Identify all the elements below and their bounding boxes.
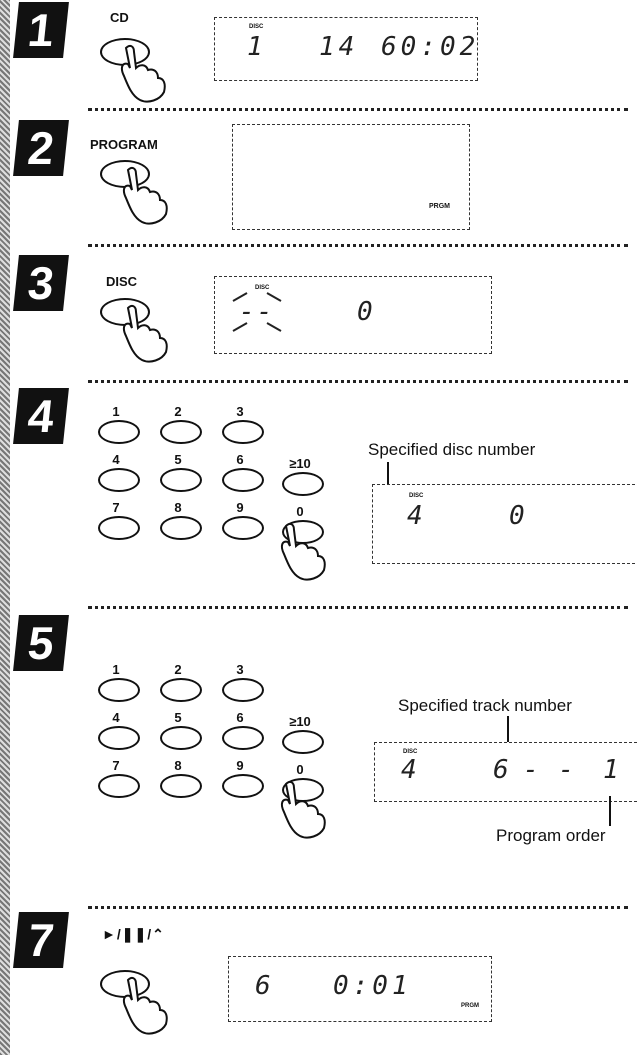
- step-5-number: 5: [13, 615, 69, 671]
- hand-pointer-icon: [280, 522, 326, 581]
- page-edge-pattern: [0, 0, 10, 1055]
- key-label: 1: [112, 662, 120, 677]
- disc-readout: 4: [407, 501, 427, 531]
- disc-indicator: DISC: [249, 24, 264, 30]
- key-1-button[interactable]: [98, 678, 140, 702]
- key-label: 8: [174, 758, 182, 773]
- key-label: 0: [296, 504, 304, 519]
- separator: [88, 906, 628, 909]
- key-label: 9: [236, 758, 244, 773]
- track-readout: 6: [493, 755, 513, 785]
- key-9-button[interactable]: [222, 774, 264, 798]
- key-label: 0: [296, 762, 304, 777]
- key-3-button[interactable]: [222, 420, 264, 444]
- separator: [88, 108, 628, 111]
- blinking-marks-icon: [232, 292, 282, 332]
- key-label: 1: [112, 404, 120, 419]
- key-label: 6: [236, 452, 244, 467]
- key-label: 3: [236, 662, 244, 677]
- key-6-button[interactable]: [222, 726, 264, 750]
- prgm-indicator: PRGM: [461, 1003, 479, 1009]
- key-4-button[interactable]: [98, 726, 140, 750]
- key-label: 2: [174, 404, 182, 419]
- display-step-7: 6 0:01 PRGM: [228, 956, 492, 1022]
- key-label: 7: [112, 500, 120, 515]
- key-2-button[interactable]: [160, 678, 202, 702]
- key-6-button[interactable]: [222, 468, 264, 492]
- display-step-5: DISC 4 6 - - 1: [374, 742, 637, 802]
- key-label: ≥10: [289, 456, 311, 471]
- key-label: 3: [236, 404, 244, 419]
- program-order-readout: 1: [603, 755, 623, 785]
- display-step-4: DISC 4 0: [372, 484, 635, 564]
- separator: [88, 606, 628, 609]
- key-10-plus-button[interactable]: [282, 472, 324, 496]
- key-label: 7: [112, 758, 120, 773]
- numeric-keypad: 1 2 3 4 5 6 ≥10 7 8 9 0: [96, 404, 336, 554]
- key-label: 4: [112, 452, 120, 467]
- display-step-2: PRGM: [232, 124, 470, 230]
- hand-pointer-icon: [280, 780, 326, 839]
- step-2-number: 2: [13, 120, 69, 176]
- time-readout: 0:01: [333, 971, 412, 1001]
- step-3-number: 3: [13, 255, 69, 311]
- key-label: 6: [236, 710, 244, 725]
- key-2-button[interactable]: [160, 420, 202, 444]
- track-number-caption: Specified track number: [398, 696, 572, 715]
- key-5-button[interactable]: [160, 726, 202, 750]
- callout-line: [609, 796, 611, 826]
- hand-pointer-icon: [122, 304, 168, 363]
- program-button[interactable]: [100, 160, 150, 188]
- disc-readout: 1: [247, 32, 267, 62]
- disc-readout: 4: [401, 755, 421, 785]
- separator: [88, 244, 628, 247]
- disc-button-label: DISC: [106, 274, 138, 289]
- time-readout: 60:02: [381, 32, 480, 62]
- key-label: 2: [174, 662, 182, 677]
- key-3-button[interactable]: [222, 678, 264, 702]
- key-5-button[interactable]: [160, 468, 202, 492]
- key-7-button[interactable]: [98, 516, 140, 540]
- key-label: ≥10: [289, 714, 311, 729]
- key-label: 5: [174, 452, 182, 467]
- disc-indicator: DISC: [255, 285, 270, 291]
- separator: [88, 380, 628, 383]
- key-label: 8: [174, 500, 182, 515]
- track-readout: 0: [357, 297, 377, 327]
- key-9-button[interactable]: [222, 516, 264, 540]
- key-label: 5: [174, 710, 182, 725]
- disc-indicator: DISC: [403, 749, 418, 755]
- hand-pointer-icon: [120, 44, 166, 103]
- step-7-number: 7: [13, 912, 69, 968]
- display-step-1: DISC 1 14 60:02: [214, 17, 478, 81]
- disc-number-caption: Specified disc number: [368, 440, 536, 459]
- play-pause-button-label: ►/❚❚/⌃: [102, 926, 165, 942]
- disc-indicator: DISC: [409, 493, 424, 499]
- step-1-number: 1: [13, 2, 69, 58]
- key-7-button[interactable]: [98, 774, 140, 798]
- disc-readout-blinking: --: [239, 297, 275, 327]
- track-readout: 0: [509, 501, 529, 531]
- prgm-indicator: PRGM: [429, 203, 450, 210]
- display-step-3: DISC -- 0: [214, 276, 492, 354]
- key-4-button[interactable]: [98, 468, 140, 492]
- track-readout: 14: [319, 32, 359, 62]
- dash-readout: - -: [523, 755, 576, 785]
- key-label: 9: [236, 500, 244, 515]
- step-4-number: 4: [13, 388, 69, 444]
- program-order-caption: Program order: [496, 826, 606, 845]
- key-1-button[interactable]: [98, 420, 140, 444]
- program-button-label: PROGRAM: [90, 137, 158, 152]
- track-readout: 6: [255, 971, 275, 1001]
- hand-pointer-icon: [122, 976, 168, 1035]
- cd-button-label: CD: [110, 10, 129, 25]
- hand-pointer-icon: [122, 166, 168, 225]
- key-8-button[interactable]: [160, 516, 202, 540]
- key-label: 4: [112, 710, 120, 725]
- key-10-plus-button[interactable]: [282, 730, 324, 754]
- key-8-button[interactable]: [160, 774, 202, 798]
